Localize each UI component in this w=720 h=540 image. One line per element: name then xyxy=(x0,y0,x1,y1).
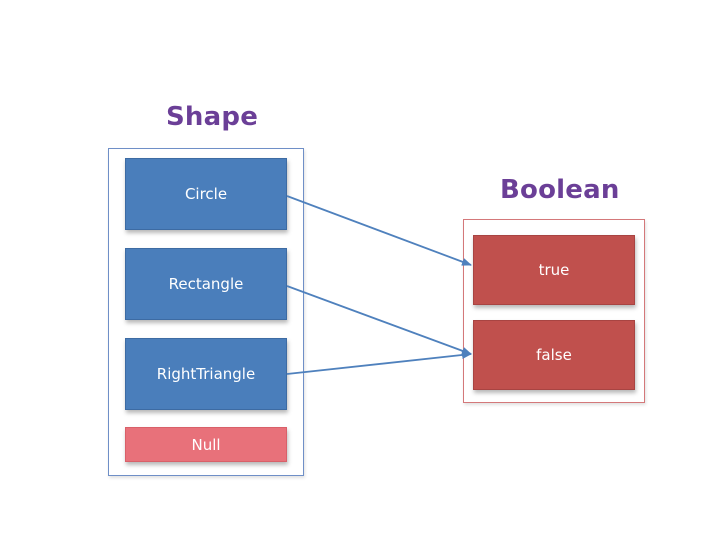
shape-item-righttriangle: RightTriangle xyxy=(125,338,287,410)
shape-set-title: Shape xyxy=(166,102,259,132)
arrow-circle-to-true xyxy=(286,195,472,266)
boolean-set-title: Boolean xyxy=(500,175,620,205)
arrow-rectangle-to-false xyxy=(286,285,472,355)
shape-item-null: Null xyxy=(125,427,287,462)
boolean-item-true: true xyxy=(473,235,635,305)
boolean-item-false: false xyxy=(473,320,635,390)
shape-item-circle: Circle xyxy=(125,158,287,230)
arrow-righttriangle-to-false xyxy=(286,350,472,375)
shape-item-rectangle: Rectangle xyxy=(125,248,287,320)
